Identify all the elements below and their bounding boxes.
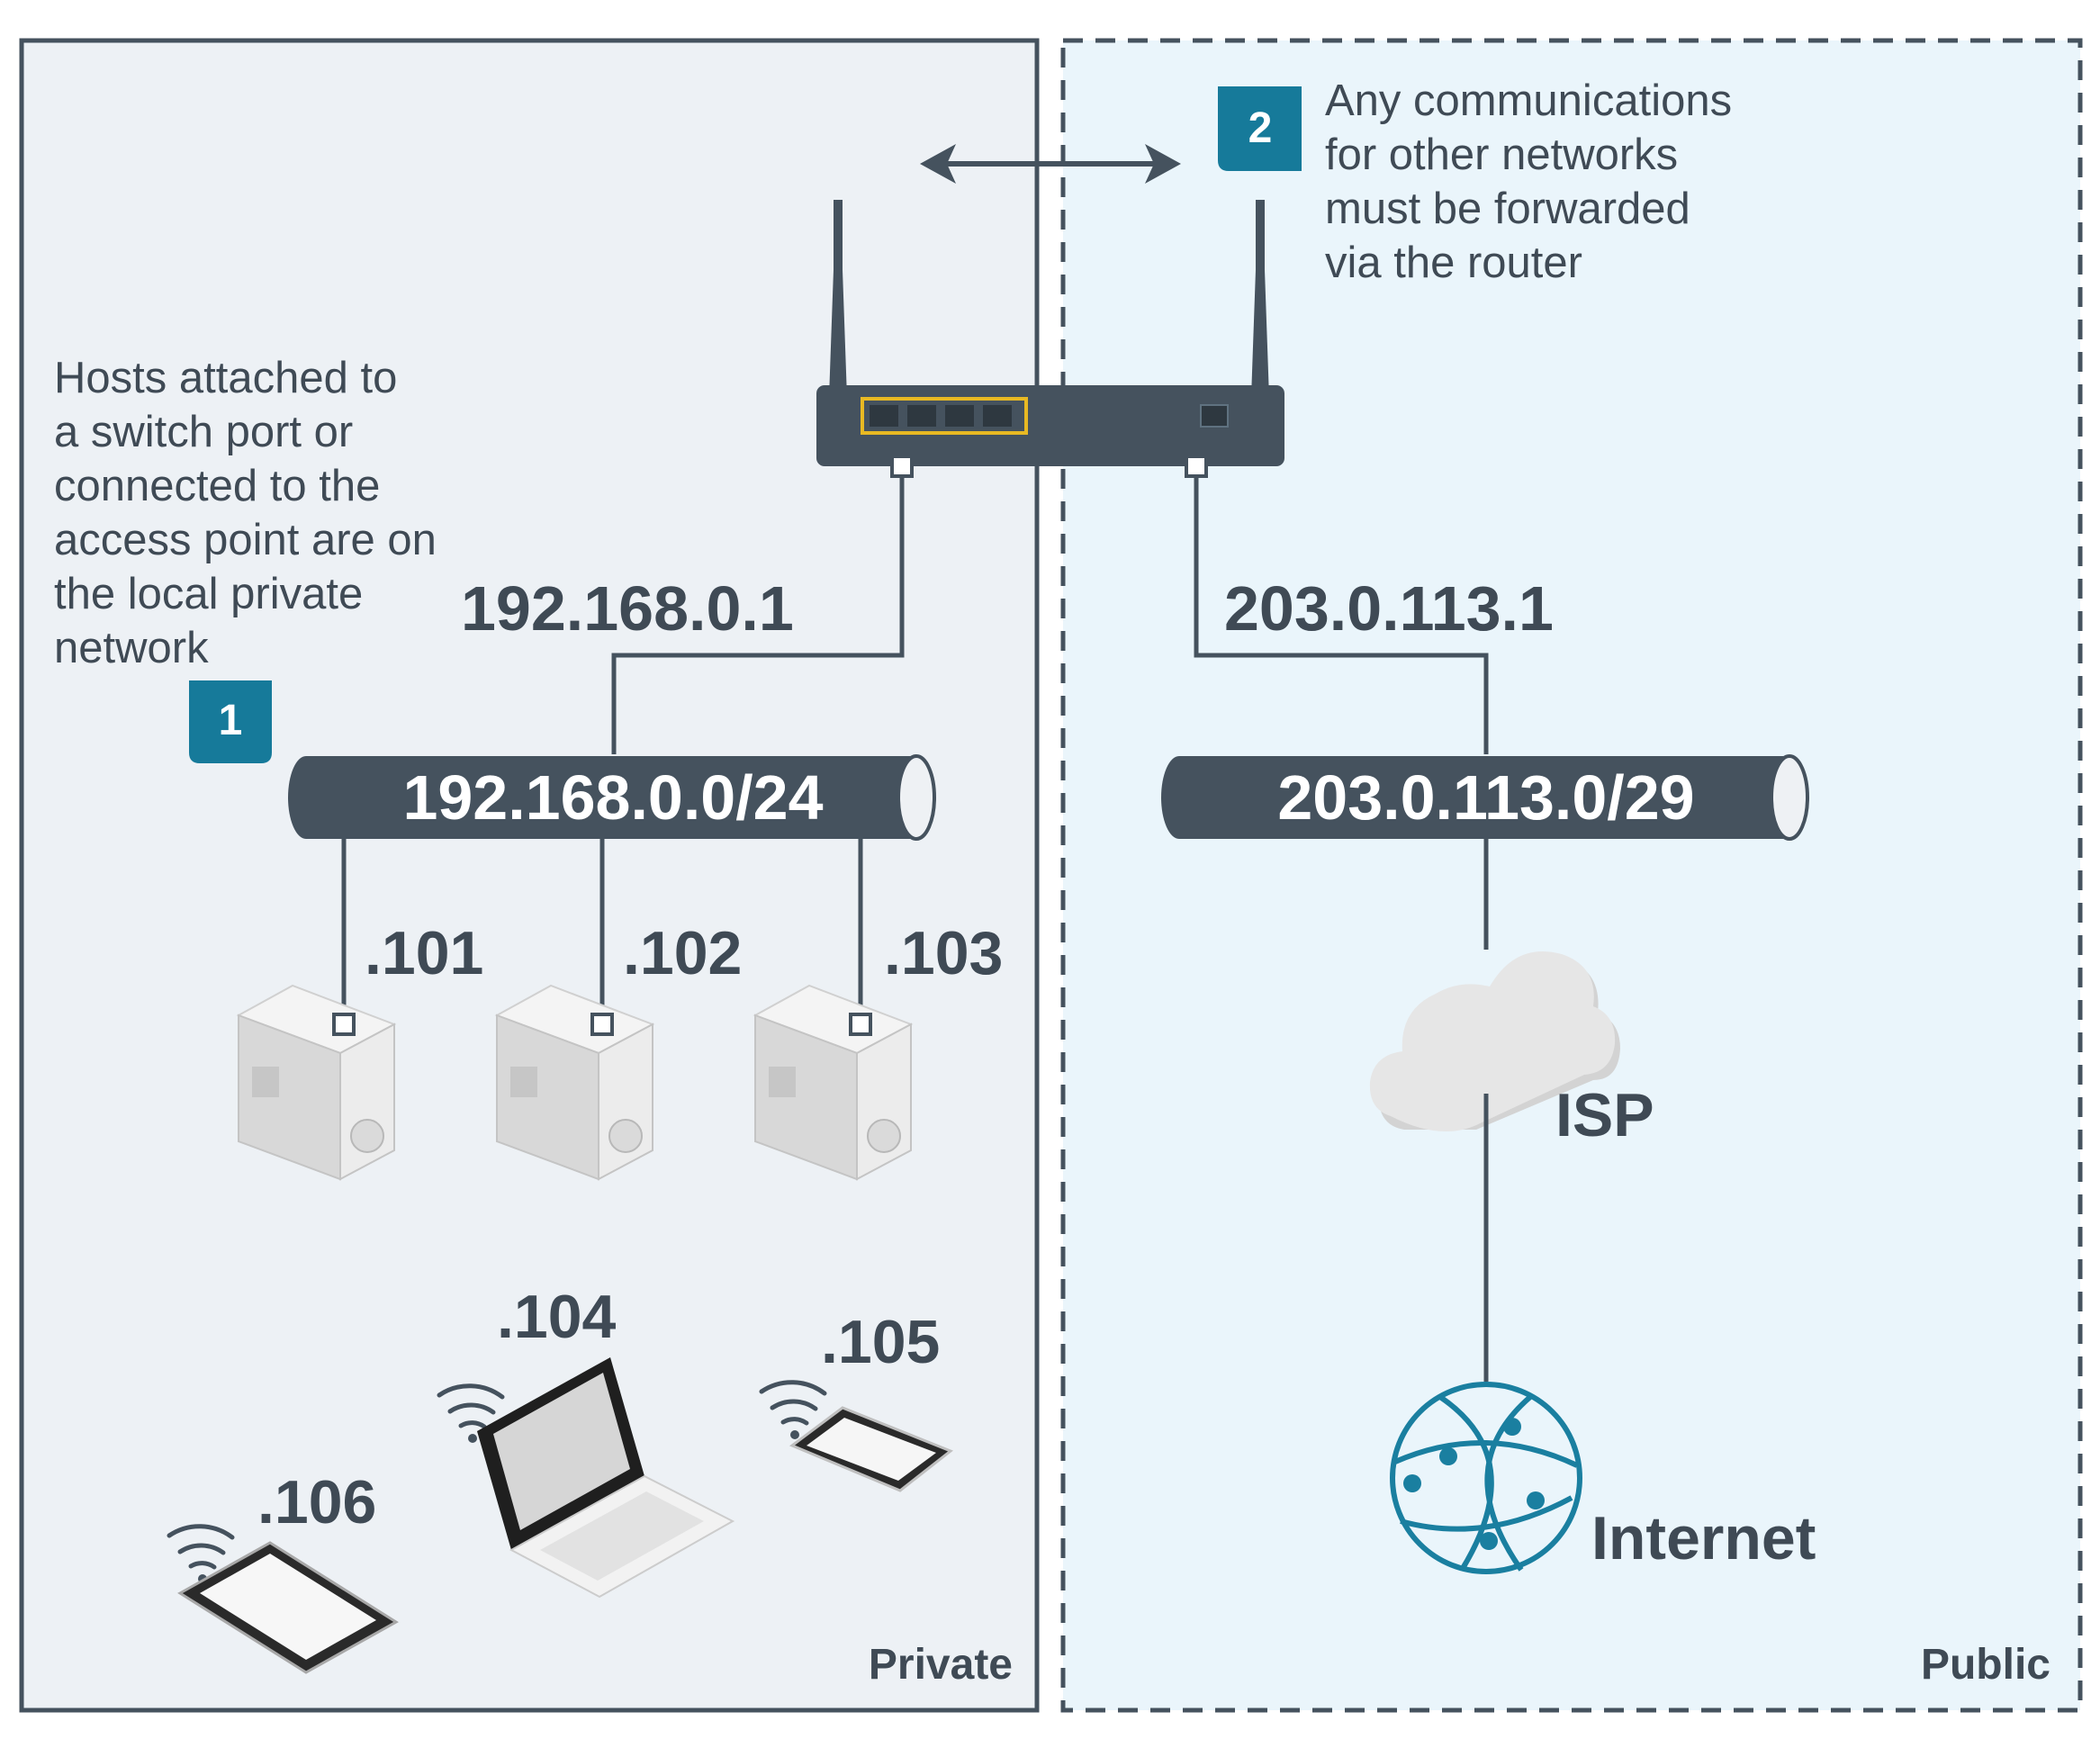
wifi-icon (759, 1380, 827, 1439)
lan-port-1 (870, 405, 898, 427)
lan-port-2 (907, 405, 936, 427)
public-network-bus (1161, 754, 1809, 841)
callout-1-text: Hosts attached to a switch port or conne… (54, 354, 449, 672)
callout-2: 2 Any communications for other networks … (1218, 77, 1744, 287)
wired-host-103-label: .103 (884, 919, 1003, 987)
callout-1-badge (189, 680, 272, 763)
phone-host-105: .105 (759, 1308, 953, 1492)
router-antenna-right-base (1251, 270, 1269, 398)
private-network-bus (288, 754, 936, 841)
wired-host-102: .102 (494, 839, 742, 1181)
laptop-host-104: .104 (437, 1283, 735, 1599)
callout-2-badge (1218, 86, 1302, 171)
callout-2-badge-number: 2 (1248, 104, 1273, 152)
public-network-cidr: 203.0.113.0/29 (1277, 762, 1694, 833)
wan-port (1200, 404, 1229, 428)
callout-2-text: Any communications for other networks mu… (1325, 77, 1744, 287)
router-lan-ip: 192.168.0.1 (461, 573, 794, 644)
lan-port-group (861, 397, 1028, 435)
tablet-host-106: .106 (167, 1468, 399, 1674)
private-zone-label: Private (869, 1641, 1013, 1689)
router (816, 200, 1284, 478)
router-lan-interface (890, 455, 914, 478)
laptop-host-104-label: .104 (497, 1283, 617, 1351)
private-network-cidr: 192.168.0.0/24 (402, 762, 823, 833)
wired-host-101: .101 (236, 839, 483, 1181)
lan-link (611, 476, 905, 754)
router-antenna-left-base (829, 270, 847, 398)
wired-host-103: .103 (753, 839, 1003, 1181)
wifi-icon (167, 1524, 235, 1583)
lan-port-4 (983, 405, 1012, 427)
lan-port-3 (945, 405, 974, 427)
wan-link (1194, 476, 1489, 754)
cloud-icon (1369, 951, 1620, 1132)
public-zone-label: Public (1921, 1641, 2050, 1689)
internet-label: Internet (1591, 1504, 1816, 1572)
phone-host-105-label: .105 (821, 1308, 940, 1376)
wired-host-102-label: .102 (623, 919, 742, 987)
wifi-icon (437, 1383, 505, 1443)
callout-1: Hosts attached to a switch port or conne… (54, 354, 449, 763)
callout-1-badge-number: 1 (219, 697, 243, 744)
globe-icon (1390, 1382, 1582, 1574)
forwarding-arrow (920, 144, 1181, 184)
router-wan-ip: 203.0.113.1 (1224, 573, 1554, 644)
public-zone (1060, 38, 2083, 1713)
router-wan-interface (1185, 455, 1208, 478)
wired-host-101-label: .101 (365, 919, 483, 987)
tablet-host-106-label: .106 (257, 1468, 376, 1536)
isp-label: ISP (1555, 1081, 1654, 1149)
